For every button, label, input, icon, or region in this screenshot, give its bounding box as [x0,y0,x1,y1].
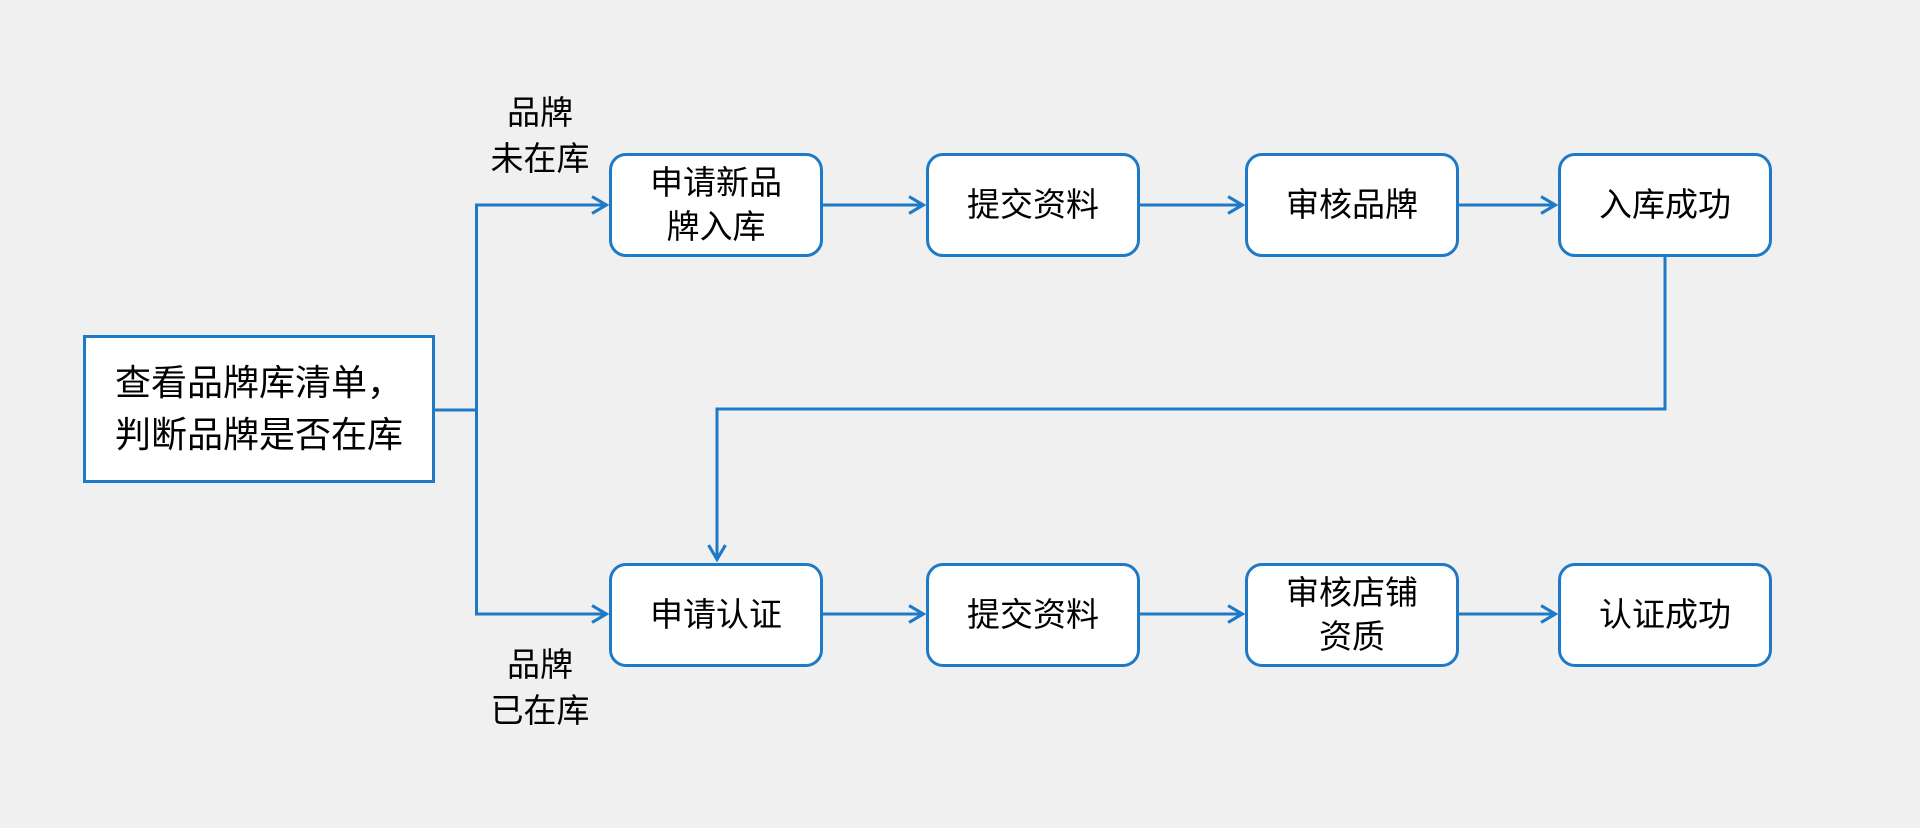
node-label: 提交资料 [967,596,1099,634]
node-label: 审核店铺 资质 [1286,574,1418,655]
node-submit-materials-bottom: 提交资料 [926,563,1140,667]
node-label: 申请新品 牌入库 [650,164,782,245]
node-label: 申请认证 [650,596,782,634]
node-certification-success: 认证成功 [1558,563,1772,667]
node-label: 认证成功 [1599,596,1731,634]
start-node-label: 查看品牌库清单， 判断品牌是否在库 [114,361,403,455]
start-node: 查看品牌库清单， 判断品牌是否在库 [83,335,435,483]
node-label: 提交资料 [967,186,1099,224]
node-apply-certification: 申请认证 [609,563,823,667]
branch-label-not-in-library: 品牌 未在库 [490,94,590,177]
node-storage-success: 入库成功 [1558,153,1772,257]
node-submit-materials-top: 提交资料 [926,153,1140,257]
edge-storage-success-to-apply-certification [707,257,1667,563]
node-label: 入库成功 [1599,186,1731,224]
node-review-brand: 审核品牌 [1245,153,1459,257]
node-review-shop-qualification: 审核店铺 资质 [1245,563,1459,667]
node-label: 审核品牌 [1286,186,1418,224]
node-apply-new-brand: 申请新品 牌入库 [609,153,823,257]
branch-label-in-library: 品牌 已在库 [490,646,590,729]
